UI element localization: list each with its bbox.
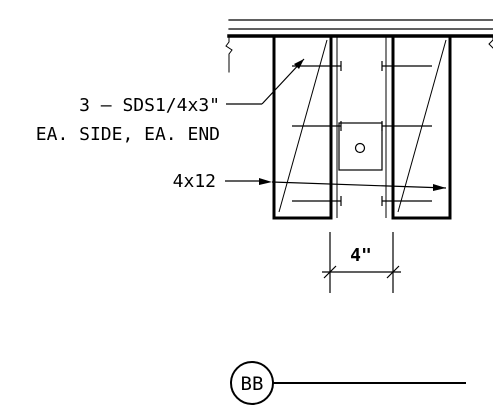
screw-callout-leader [226, 58, 305, 105]
member-size-label: 4x12 [173, 171, 216, 192]
bolt-hole [354, 142, 366, 154]
left-4x12-member [272, 34, 333, 220]
screw-spec-label: 3 – SDS1/4x3" [79, 95, 220, 116]
screw-right-mid [381, 121, 432, 131]
gap-dimension-label: 4" [350, 245, 372, 266]
right-4x12-member [391, 34, 452, 220]
center-gap-outline [336, 36, 387, 218]
section-tag-label: BB [241, 373, 264, 395]
member-callout-leader [225, 178, 447, 191]
section-tag: BB [230, 361, 466, 405]
screw-location-label: EA. SIDE, EA. END [36, 124, 220, 145]
gap-dimension [322, 232, 401, 293]
screws [292, 61, 432, 206]
screw-right-top [381, 61, 432, 71]
screw-left-bot [292, 196, 342, 206]
bearing-plate [338, 122, 383, 171]
top-beam [225, 19, 493, 73]
screw-right-bot [381, 196, 432, 206]
screw-left-mid [292, 121, 342, 131]
